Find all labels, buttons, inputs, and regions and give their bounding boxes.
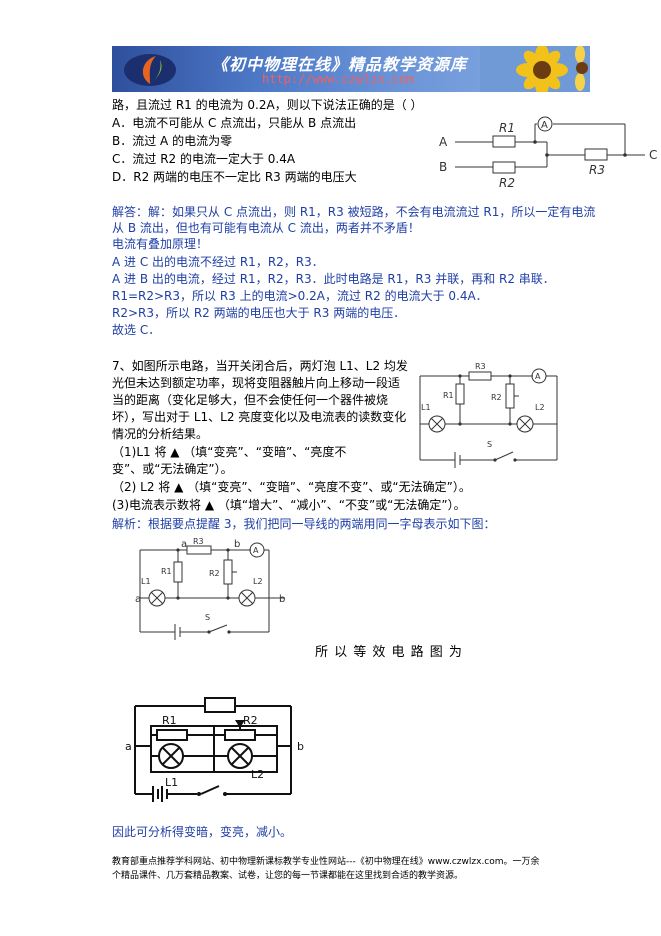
banner-title: 《初中物理在线》精品教学资源库 bbox=[212, 55, 468, 74]
q6-ammeter-label: A bbox=[541, 120, 548, 131]
q6-stem: 路，且流过 R1 的电流为 0.2A，则以下说法正确的是（ ） bbox=[112, 98, 423, 112]
eq-label-r2: R2 bbox=[243, 714, 258, 727]
q7-line-1: 7、如图所示电路，当开关闭合后，两灯泡 L1、L2 均发 bbox=[112, 359, 408, 373]
q7a-label-r2: R2 bbox=[209, 569, 220, 578]
q6-option-a: A．电流不可能从 C 点流出，只能从 B 点流出 bbox=[112, 116, 357, 130]
q7-line-4: 坏），写出对于 L1、L2 亮度变化以及电流表的读数变化 bbox=[112, 410, 407, 424]
q6-answer-line-2: 从 B 流出，但也有可能有电流从 C 流出，两者并不矛盾！ bbox=[112, 221, 420, 235]
eq-label-a: a bbox=[125, 740, 132, 753]
q6-circuit-diagram: A B C R1 R2 R3 A bbox=[439, 116, 657, 190]
q7a-label-b-top: b bbox=[234, 539, 240, 550]
q7-label-l2: L2 bbox=[535, 403, 545, 412]
q7-line-9: (3)电流表示数将 ▲ （填“增大”、“减小”、“不变”或“无法确定”）。 bbox=[112, 498, 466, 512]
q6-answer-line-1: 解答：解：如果只从 C 点流出，则 R1，R3 被短路，不会有电流流过 R1，所… bbox=[112, 205, 596, 219]
q7-label-r2: R2 bbox=[491, 393, 502, 402]
eq-label-b: b bbox=[297, 740, 304, 753]
q6-answer-line-3: 电流有叠加原理！ bbox=[112, 237, 209, 251]
banner-url[interactable]: http://www.czwlzx.com bbox=[262, 72, 414, 86]
q6-option-b: B．流过 A 的电流为零 bbox=[112, 134, 233, 148]
q7-line-5: 情况的分析结果。 bbox=[112, 427, 209, 441]
q7-analysis-diagram: R3 R1 R2 L1 L2 S A a b a b bbox=[135, 537, 285, 640]
q7a-ammeter-label: A bbox=[253, 546, 259, 555]
footer-line-1: 教育部重点推荐学科网站、初中物理新课标教学专业性网站---《初中物理在线》www… bbox=[112, 857, 540, 867]
q7-line-8: （2) L2 将 ▲ （填“变亮”、“变暗”、“亮度不变”、或“无法确定”）。 bbox=[112, 480, 471, 494]
q7a-label-l1: L1 bbox=[141, 577, 151, 586]
q7a-label-l2: L2 bbox=[253, 577, 263, 586]
q7a-label-a-left: a bbox=[135, 594, 141, 605]
q7-equivalent-diagram: R1 R2 a b L1 L2 bbox=[125, 697, 304, 802]
q6-answer-line-6: R1=R2>R3，所以 R3 上的电流>0.2A，流过 R2 的电流大于 0.4… bbox=[112, 289, 488, 303]
footer-line-2: 个精品课件、几万套精品教案、试卷，让您的每一节课都能在这里找到合适的教学资源。 bbox=[112, 871, 464, 881]
q6-answer-line-7: R2>R3，所以 R2 两端的电压也大于 R3 两端的电压． bbox=[112, 306, 406, 320]
site-logo bbox=[124, 54, 176, 86]
q7-line-2: 光但未达到额定功率，现将变阻器触片向上移动一段适 bbox=[112, 376, 401, 390]
q7a-label-r3: R3 bbox=[193, 537, 204, 546]
q7-label-switch: S bbox=[487, 440, 492, 449]
q6-answer-line-8: 故选 C． bbox=[112, 323, 161, 337]
q7-ammeter-label: A bbox=[535, 372, 541, 381]
eq-label-l1: L1 bbox=[165, 776, 178, 789]
q7a-label-r1: R1 bbox=[161, 567, 172, 576]
q7-label-r3: R3 bbox=[475, 362, 486, 371]
q6-option-d: D．R2 两端的电压不一定比 R3 两端的电压大 bbox=[112, 170, 357, 184]
q7a-label-b-right: b bbox=[279, 594, 285, 605]
q7-circuit-diagram: R3 R1 R2 L1 L2 S A bbox=[419, 362, 558, 468]
eq-label-r1: R1 bbox=[162, 714, 177, 727]
q7-label-l1: L1 bbox=[421, 403, 431, 412]
q6-label-r1: R1 bbox=[499, 121, 515, 135]
q6-answer-line-5: A 进 B 出的电流，经过 R1，R2，R3．此时电路是 R1，R3 并联，再和… bbox=[112, 272, 555, 286]
q6-answer-line-4: A 进 C 出的电流不经过 R1，R2，R3． bbox=[112, 255, 324, 269]
q6-label-r2: R2 bbox=[499, 176, 515, 190]
q6-label-c: C bbox=[649, 148, 657, 162]
q6-label-b: B bbox=[439, 160, 447, 174]
q6-option-c: C．流过 R2 的电流一定大于 0.4A bbox=[112, 152, 296, 166]
sunflower-image bbox=[480, 46, 590, 92]
eq-label-l2: L2 bbox=[251, 768, 264, 781]
q7-conclusion: 因此可分析得变暗，变亮，减小。 bbox=[112, 825, 293, 839]
q7-line-6: （1)L1 将 ▲ （填“变亮”、“变暗”、“亮度不 bbox=[112, 445, 347, 459]
q7-line-3: 当的距离（变化足够大，但不会使任何一个器件被烧 bbox=[112, 393, 389, 407]
q6-label-r3: R3 bbox=[589, 163, 605, 177]
q7-label-r1: R1 bbox=[443, 391, 454, 400]
q7-equivalent-caption: 所 以 等 效 电 路 图 为 bbox=[315, 645, 463, 660]
q7-line-7: 变”、或“无法确定”）。 bbox=[112, 462, 233, 476]
q7a-label-a-top: a bbox=[181, 539, 187, 550]
q7a-label-switch: S bbox=[205, 613, 210, 622]
q6-label-a: A bbox=[439, 135, 448, 149]
header-banner: 《初中物理在线》精品教学资源库 http://www.czwlzx.com bbox=[112, 46, 590, 92]
q7-analysis: 解析：根据要点提醒 3，我们把同一导线的两端用同一字母表示如下图： bbox=[112, 517, 496, 531]
